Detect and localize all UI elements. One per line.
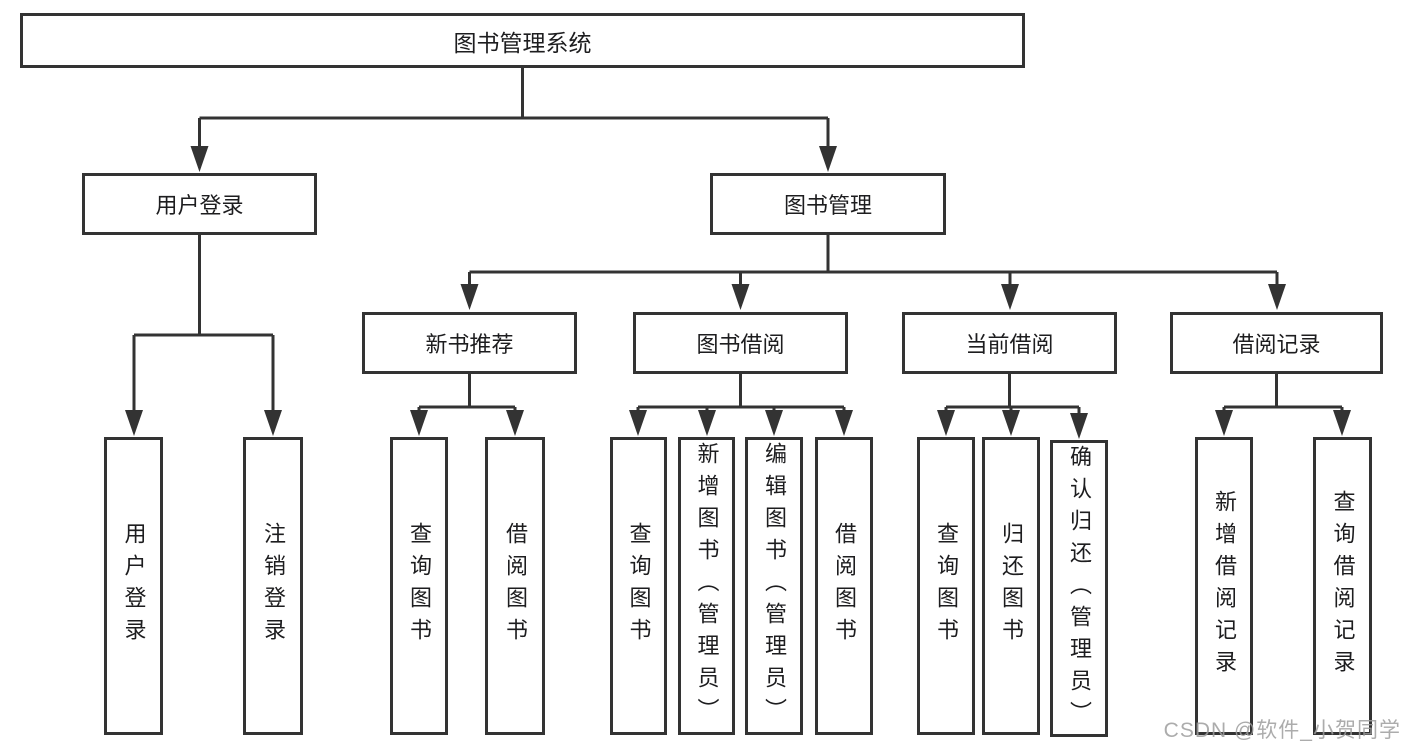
leaf-query-books-borrow: 查询图书 <box>610 437 667 735</box>
leaf-user-login: 用户登录 <box>104 437 163 735</box>
arrowhead <box>1070 413 1088 439</box>
arrowhead <box>629 410 647 436</box>
node-label: 新增借阅记录 <box>1212 490 1237 682</box>
leaf-query-books-recommend: 查询图书 <box>390 437 448 735</box>
connector-path <box>132 68 1344 435</box>
leaf-borrow-books: 借阅图书 <box>815 437 873 735</box>
node-label: 图书管理 <box>783 193 872 218</box>
arrowhead <box>1333 410 1351 436</box>
node-library-system: 图书管理系统 <box>20 13 1025 68</box>
arrowhead <box>264 410 282 436</box>
arrowhead <box>731 284 750 310</box>
arrowhead <box>765 410 783 436</box>
node-label: 图书借阅 <box>696 332 785 357</box>
node-label: 归还图书 <box>999 522 1024 650</box>
arrowhead <box>1215 410 1233 436</box>
arrowhead <box>1268 284 1286 310</box>
arrowhead <box>410 410 428 436</box>
node-book-borrowing: 图书借阅 <box>633 312 848 374</box>
node-borrowing-records: 借阅记录 <box>1170 312 1383 374</box>
arrowhead <box>819 146 837 172</box>
node-label: 编辑图书（管理员） <box>762 442 787 730</box>
leaf-return-books: 归还图书 <box>982 437 1040 735</box>
leaf-add-borrow-record: 新增借阅记录 <box>1195 437 1253 735</box>
arrowhead <box>835 410 853 436</box>
leaf-confirm-return-admin: 确认归还（管理员） <box>1050 440 1108 737</box>
node-book-management: 图书管理 <box>710 173 946 235</box>
leaf-edit-books-admin: 编辑图书（管理员） <box>745 437 803 735</box>
node-label: 借阅图书 <box>832 522 857 650</box>
leaf-add-books-admin: 新增图书（管理员） <box>678 437 735 735</box>
node-label: 借阅记录 <box>1232 332 1321 357</box>
arrowhead <box>460 284 479 310</box>
node-label: 借阅图书 <box>503 522 528 650</box>
node-label: 当前借阅 <box>965 332 1054 357</box>
arrowhead <box>1002 410 1020 436</box>
node-label: 图书管理系统 <box>453 29 592 56</box>
leaf-logout: 注销登录 <box>243 437 303 735</box>
leaf-query-borrow-record: 查询借阅记录 <box>1313 437 1372 735</box>
node-label: 用户登录 <box>155 193 244 218</box>
arrowhead <box>506 410 524 436</box>
arrowheads <box>125 146 1351 439</box>
node-label: 新书推荐 <box>425 332 514 357</box>
node-label: 注销登录 <box>261 522 286 650</box>
arrowhead <box>190 146 209 172</box>
node-label: 查询图书 <box>407 522 432 650</box>
node-new-book-recommend: 新书推荐 <box>362 312 577 374</box>
arrowhead <box>937 410 955 436</box>
node-label: 确认归还（管理员） <box>1067 444 1092 733</box>
node-label: 查询借阅记录 <box>1330 490 1356 682</box>
arrowhead <box>1001 284 1019 310</box>
node-current-borrowing: 当前借阅 <box>902 312 1117 374</box>
node-label: 新增图书（管理员） <box>694 442 720 730</box>
arrowhead <box>698 410 716 436</box>
node-user-login: 用户登录 <box>82 173 317 235</box>
node-label: 用户登录 <box>121 522 147 650</box>
node-label: 查询图书 <box>626 522 652 650</box>
csdn-watermark: CSDN @软件_小贺同学 <box>1163 719 1401 742</box>
leaf-query-books-current: 查询图书 <box>917 437 975 735</box>
node-label: 查询图书 <box>934 522 959 650</box>
arrowhead <box>125 410 143 436</box>
leaf-borrow-books-recommend: 借阅图书 <box>485 437 545 735</box>
